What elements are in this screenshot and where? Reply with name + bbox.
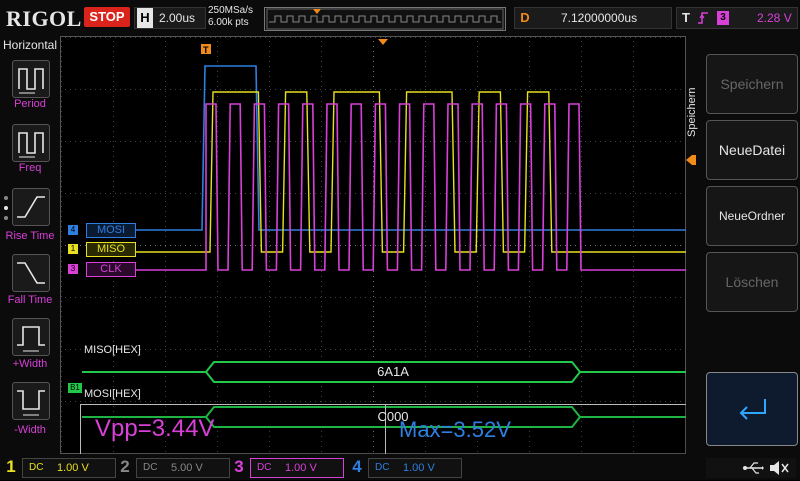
ch4-trace-label[interactable]: 4 MOSI [68,223,138,238]
ch3-trace-label[interactable]: 3 CLK [68,262,138,277]
rising-edge-icon [697,8,709,28]
pos-width-label: +Width [12,358,48,370]
waveform-display[interactable]: T 4 MOSI 1 MISO 3 CLK MISO[HEX] 6A1A B1 … [60,36,686,454]
mosi-trace [90,65,686,231]
usb-icon [742,460,764,476]
mosi-decode-label: MOSI[HEX] [84,388,141,400]
ch4-status[interactable]: 4 DC 1.00 V [350,456,462,478]
trigger-level: 2.28 V [757,11,792,25]
freq-label: Freq [18,162,42,174]
period-label: Period [14,98,46,110]
system-status-area [706,458,796,478]
trigger-level-marker [686,152,696,165]
new-file-button[interactable]: NeueDatei [706,120,798,180]
ch3-status[interactable]: 3 DC 1.00 V [232,456,344,478]
channel-status-bar: 1 DC 1.00 V 2 DC 5.00 V 3 DC 1.00 V 4 DC… [0,454,800,480]
return-icon [735,395,771,423]
delay-value: 7.12000000us [561,11,638,25]
miso-trace [90,91,686,253]
measure-menu: Horizontal Period Freq Rise Time Fall Ti… [0,36,60,454]
fall-time-icon[interactable] [12,254,50,292]
ch2-status[interactable]: 2 DC 5.00 V [118,456,230,478]
menu-page-indicator [3,194,9,224]
ch1-trace-label[interactable]: 1 MISO [68,242,138,257]
rise-time-icon[interactable] [12,188,50,226]
mosi-decode-frame [204,406,582,428]
fall-time-label: Fall Time [7,294,53,306]
vpp-measurement: Vpp=3.44V [95,415,215,442]
timebase-value: 2.00us [159,11,196,25]
miso-decode-frame [204,361,582,383]
pos-width-icon[interactable] [12,318,50,356]
trigger-label: T [682,10,690,25]
measurement-divider [385,405,386,455]
new-folder-button[interactable]: NeueOrdner [706,186,798,246]
menu-title: Horizontal [2,38,58,52]
period-icon[interactable] [12,60,50,98]
brand-logo: RIGOL [6,6,82,31]
top-status-bar: RIGOL STOP H 2.00us 250MSa/s 6.00k pts D… [0,0,800,36]
save-menu: Speichern Speichern NeueDatei NeueOrdner… [686,36,800,454]
max-measurement: Max=3.52V [399,417,511,442]
sample-rate: 250MSa/s [208,5,254,16]
delay-label: D [520,10,530,25]
center-marker [378,39,388,45]
miso-decode-label: MISO[HEX] [84,344,141,356]
return-button[interactable] [706,372,798,446]
rise-time-label: Rise Time [5,230,55,242]
miso-decode-value: 6A1A [377,364,409,379]
freq-icon[interactable] [12,124,50,162]
save-button[interactable]: Speichern [706,54,798,114]
trigger-position-marker: T [201,44,211,55]
mosi-decode-value: C000 [377,409,409,424]
horizontal-label: H [137,8,153,28]
delay-box[interactable]: D 7.12000000us [514,7,672,29]
mute-icon[interactable] [768,460,790,476]
svg-text:T: T [203,45,209,55]
waveform-overview[interactable] [264,7,506,31]
neg-width-icon[interactable] [12,382,50,420]
trigger-source-badge: 3 [717,11,729,25]
ch1-status[interactable]: 1 DC 1.00 V [4,456,116,478]
clk-trace [90,103,686,271]
measurement-panel[interactable]: Vpp=3.44V Max=3.52V [80,404,690,456]
overview-trigger-marker [313,9,321,14]
neg-width-label: -Width [14,424,46,436]
memory-depth: 6.00k pts [208,17,249,28]
bus-marker: B1 [68,383,82,393]
run-stop-indicator[interactable]: STOP [84,7,130,27]
delete-button[interactable]: Löschen [706,252,798,312]
trigger-box[interactable]: T 3 2.28 V [676,7,798,29]
menu-title: Speichern [686,87,698,137]
horizontal-timebase-box[interactable]: H 2.00us [134,7,206,29]
